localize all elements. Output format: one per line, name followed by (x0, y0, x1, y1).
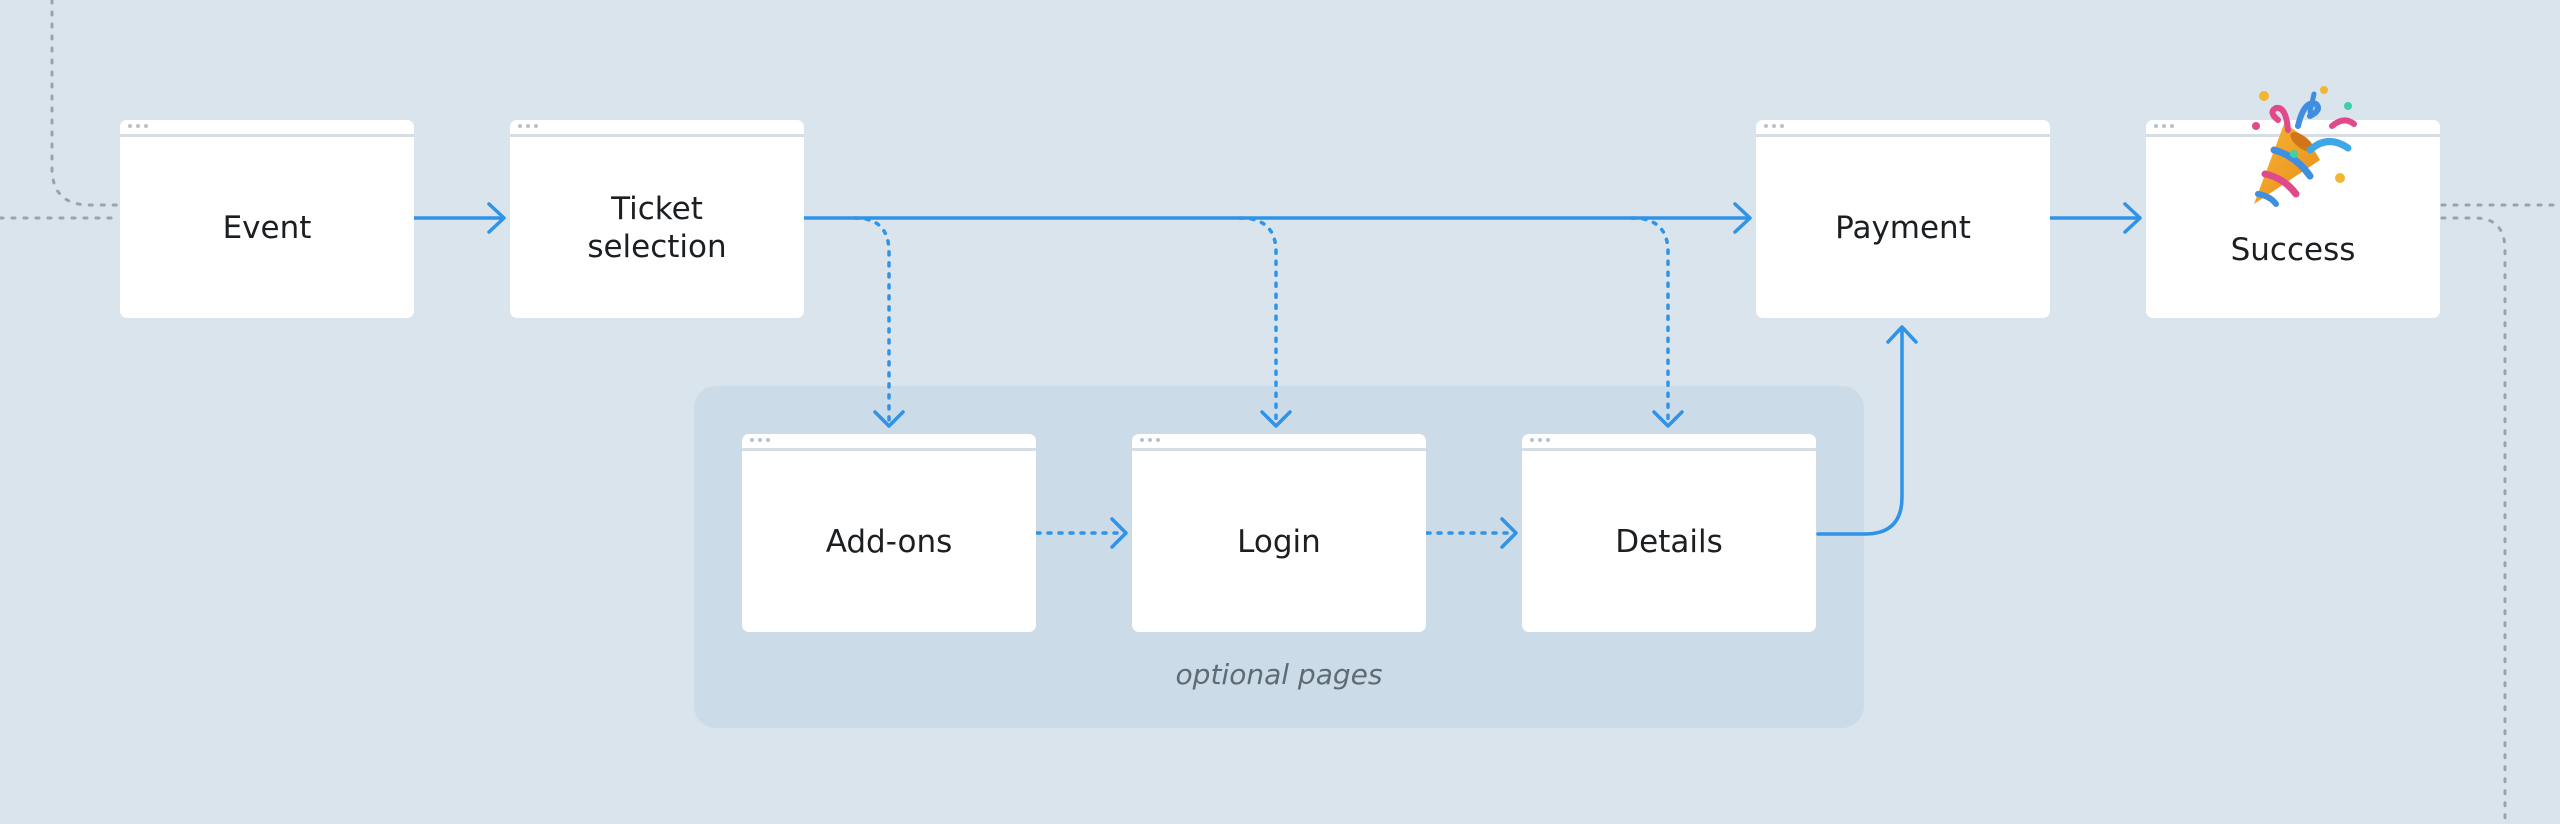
page-label: Event (222, 210, 312, 246)
page-success[interactable]: Success (2146, 120, 2440, 318)
branch-to-details-head (1652, 410, 1684, 428)
window-bar (120, 120, 414, 137)
page-label: Payment (1835, 210, 1971, 246)
page-label: Ticket selection (587, 191, 727, 265)
page-label: Details (1615, 524, 1723, 560)
optional-pages-label: optional pages (1175, 658, 1383, 691)
page-label: Add-ons (825, 524, 953, 560)
arrow-details-to-payment (1816, 326, 1904, 536)
party-popper-icon (2252, 86, 2357, 207)
page-label: Success (2230, 232, 2356, 268)
page-addons[interactable]: Add-ons (742, 434, 1036, 632)
arrow-ticket-to-payment-head (1733, 202, 1752, 234)
outgoing-connector-down (2440, 216, 2507, 824)
arrow-login-to-details-head (1500, 517, 1518, 549)
window-bar (510, 120, 804, 137)
page-payment[interactable]: Payment (1756, 120, 2050, 318)
window-bar (742, 434, 1036, 451)
branch-to-details (1630, 216, 1670, 426)
window-bar (1132, 434, 1426, 451)
page-ticket-selection[interactable]: Ticket selection (510, 120, 804, 318)
page-login[interactable]: Login (1132, 434, 1426, 632)
window-bar (1522, 434, 1816, 451)
incoming-connector-top (50, 0, 120, 207)
branch-to-login-head (1260, 410, 1292, 428)
page-event[interactable]: Event (120, 120, 414, 318)
branch-to-login (1238, 216, 1278, 426)
window-bar (1756, 120, 2050, 137)
page-label: Login (1237, 524, 1321, 560)
page-details[interactable]: Details (1522, 434, 1816, 632)
arrow-payment-to-success-head (2123, 202, 2142, 234)
arrow-addons-to-login-head (1110, 517, 1128, 549)
arrow-details-to-payment-head (1886, 325, 1918, 344)
branch-to-addons (853, 216, 891, 426)
arrow-event-to-ticket-head (487, 202, 506, 234)
branch-to-addons-head (873, 410, 905, 428)
